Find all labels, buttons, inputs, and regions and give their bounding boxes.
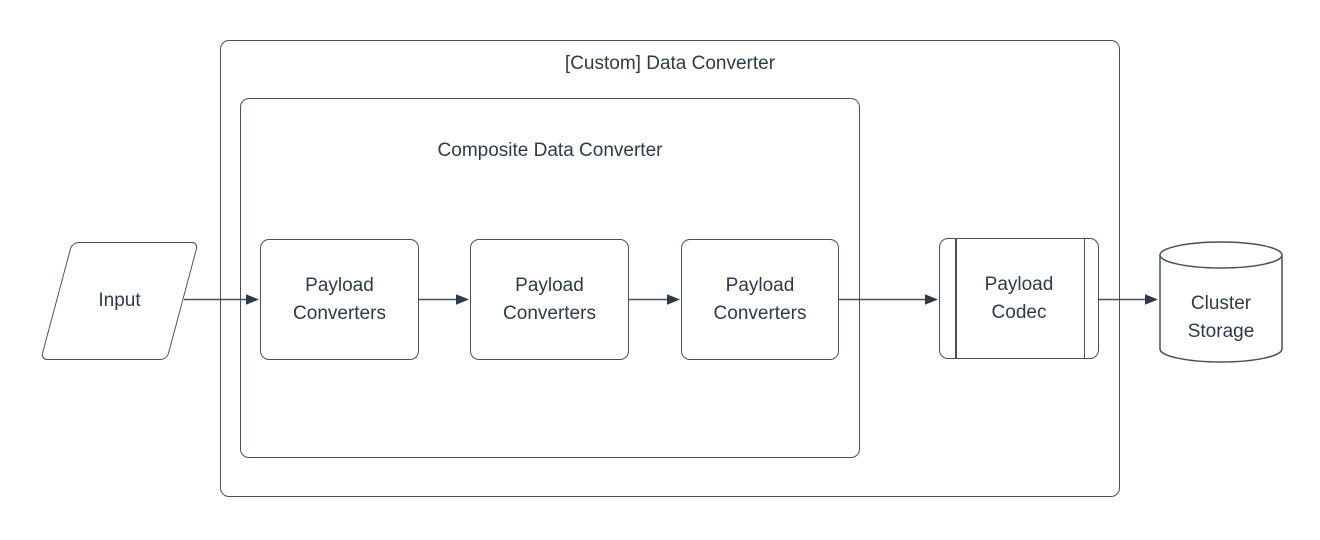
- payload-converters-box-1: Payload Converters: [260, 239, 419, 360]
- payload-codec-box: Payload Codec: [939, 238, 1099, 359]
- predefined-process-left-bar: [955, 239, 957, 358]
- arrow-codec-to-storage: [1099, 294, 1158, 305]
- payload-converters-box-3: Payload Converters: [681, 239, 839, 360]
- payload-converters-label-2: Payload Converters: [503, 274, 596, 324]
- payload-converters-label-1: Payload Converters: [293, 274, 386, 324]
- arrow-converter2-to-converter3: [629, 294, 680, 305]
- arrowhead-icon: [925, 294, 938, 305]
- cluster-storage-label: Cluster Storage: [1187, 293, 1255, 342]
- arrowhead-icon: [1145, 294, 1158, 305]
- cluster-storage-cylinder: Cluster Storage: [1159, 240, 1283, 364]
- predefined-process-right-bar: [1083, 239, 1085, 358]
- arrow-converter1-to-converter2: [419, 294, 469, 305]
- payload-converters-box-2: Payload Converters: [470, 239, 629, 360]
- composite-data-converter-title: Composite Data Converter: [437, 140, 663, 161]
- payload-codec-label: Payload Codec: [984, 273, 1054, 323]
- payload-converters-label-3: Payload Converters: [713, 274, 807, 324]
- composite-data-converter-container: Composite Data Converter: [240, 98, 860, 458]
- arrow-converter3-to-codec: [839, 294, 938, 305]
- input-node-label: Input: [98, 290, 141, 311]
- custom-data-converter-container: [Custom] Data Converter: [220, 40, 1120, 497]
- arrowhead-icon: [246, 294, 259, 305]
- arrowhead-icon: [667, 294, 680, 305]
- cylinder-shape: [1159, 241, 1283, 363]
- input-node: Input: [40, 242, 199, 360]
- custom-data-converter-title: [Custom] Data Converter: [564, 53, 776, 74]
- arrowhead-icon: [456, 294, 469, 305]
- arrow-input-to-converter1: [184, 294, 259, 305]
